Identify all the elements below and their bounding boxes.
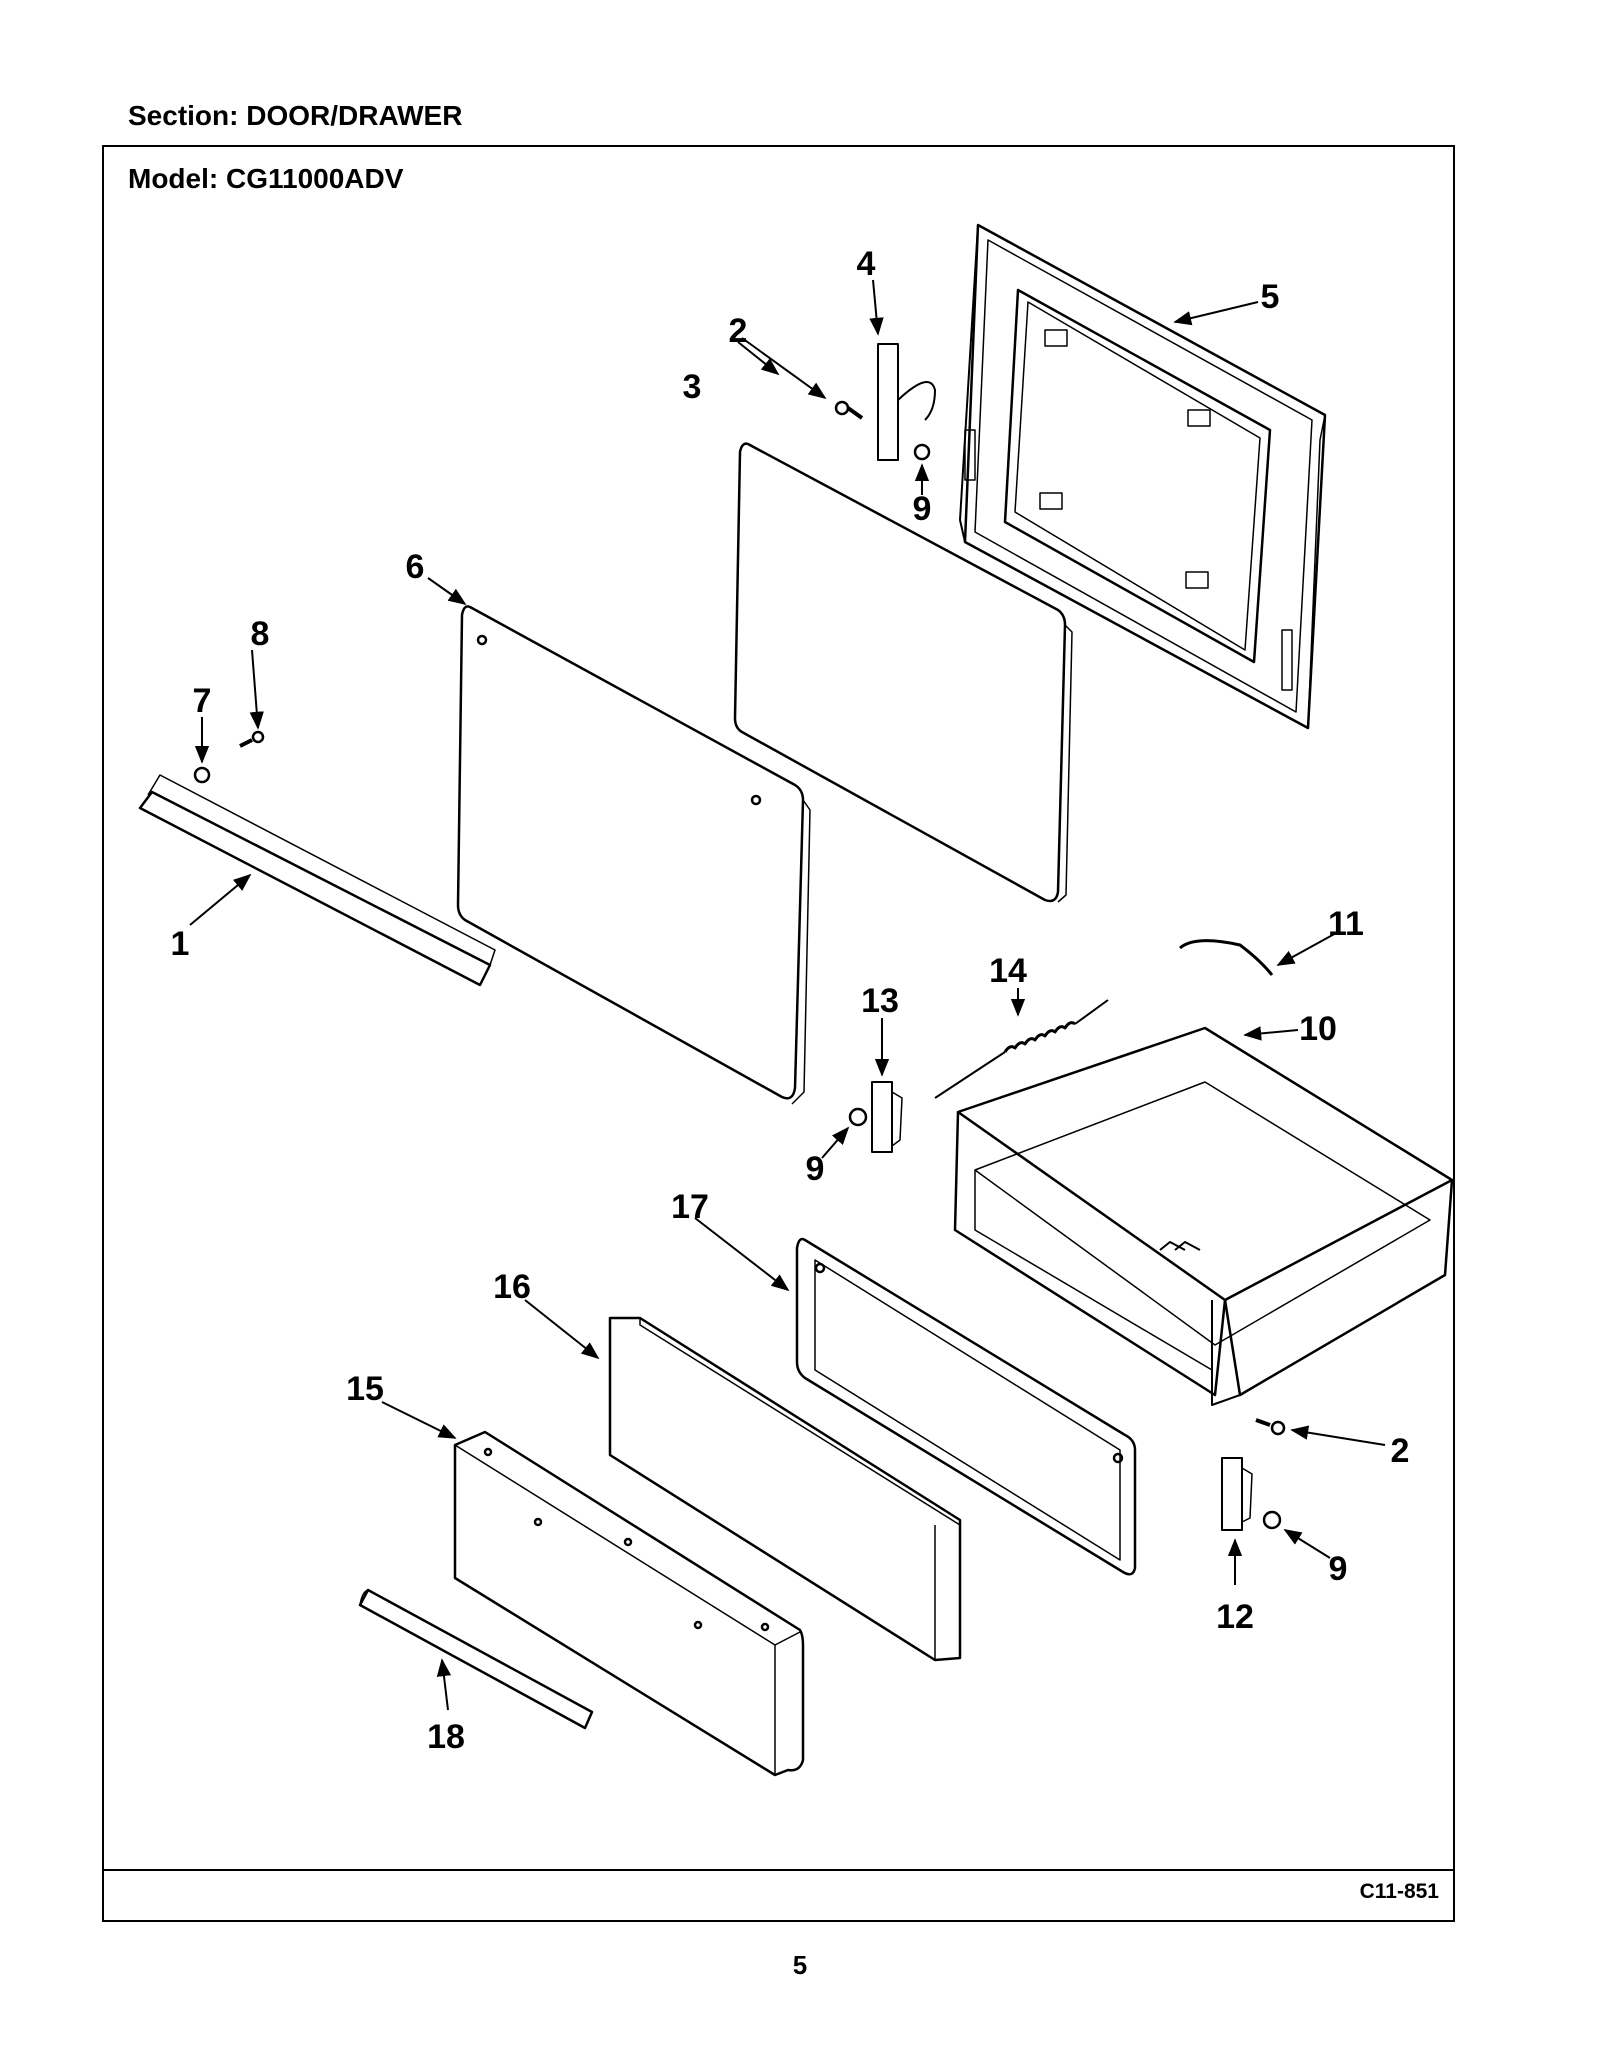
footer-divider [104,1869,1453,1871]
callout-4: 4 [857,245,876,283]
part-17-drawer-front-inner [795,1237,1137,1576]
callout-2-upper: 2 [729,312,748,350]
part-9-washer-lower [1262,1510,1282,1530]
callout-18: 18 [427,1718,465,1756]
part-1-door-trim [138,774,496,987]
callout-12: 12 [1216,1598,1254,1636]
page-number: 5 [792,1950,808,1980]
callout-9-upper: 9 [913,490,932,528]
callout-1: 1 [171,925,190,963]
part-11-drawer-clip [1179,939,1274,976]
part-7-washer [193,766,211,784]
part-10-drawer-body [953,1026,1454,1406]
part-12-slide-bracket [1221,1457,1253,1531]
diagram-code: C11-851 [1359,1880,1439,1903]
callout-16: 16 [493,1268,531,1306]
section-title: Section: DOOR/DRAWER [128,100,463,131]
part-3-door-panel [733,442,1073,903]
callout-17: 17 [671,1188,709,1226]
callout-8: 8 [251,615,270,653]
callout-11: 11 [1328,905,1364,943]
part-18-drawer-trim [358,1588,594,1730]
model-title: Model: CG11000ADV [128,163,404,194]
callout-labels: 1 2 3 4 5 6 7 8 9 9 10 11 12 13 14 15 16… [171,245,1410,1756]
callout-13: 13 [861,982,899,1020]
callout-9-lower: 9 [1329,1550,1348,1588]
part-2-screw-upper [834,400,864,420]
part-13-slide-bracket [871,1081,903,1153]
callout-15: 15 [346,1370,384,1408]
callout-5: 5 [1261,278,1280,316]
callout-10: 10 [1299,1010,1337,1048]
callout-3: 3 [683,368,702,406]
part-9-washer-middle [848,1107,868,1127]
part-6-door-outer-panel [456,605,811,1105]
part-4-hinge-bracket [877,343,936,461]
diagram-frame: Model: CG11000ADV C11-851 [102,145,1455,1922]
part-15-drawer-front [453,1430,805,1777]
callout-2-lower: 2 [1391,1432,1410,1470]
part-9-washer-upper [913,443,931,461]
callout-7: 7 [193,682,212,720]
callout-6: 6 [406,548,425,586]
callout-14: 14 [989,952,1027,990]
part-14-spring [934,999,1109,1099]
callout-9-middle: 9 [806,1150,825,1188]
part-8-screw [239,730,265,748]
part-5-inner-door-frame [959,223,1327,730]
leader-lines [189,279,1386,1711]
part-16-drawer-panel [608,1316,962,1662]
part-2-screw-lower [1255,1418,1286,1436]
